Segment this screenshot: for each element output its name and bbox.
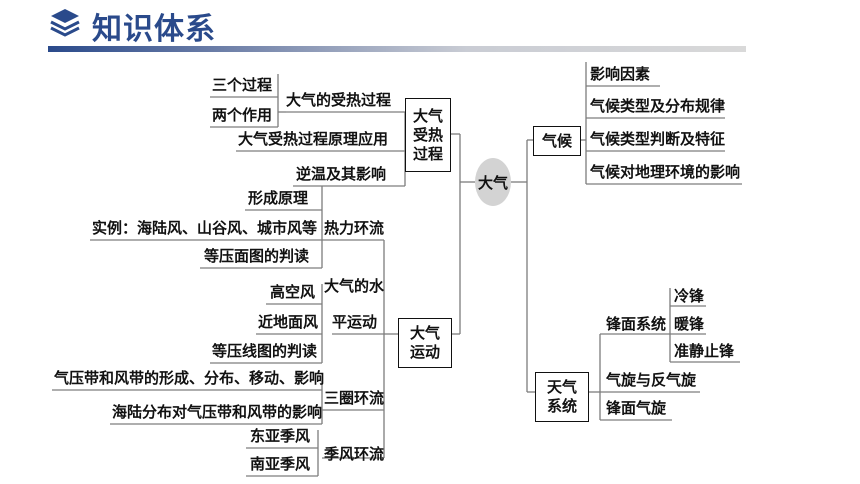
node-thermal-circulation: 热力环流 bbox=[324, 219, 385, 237]
leaf-south-asia-monsoon: 南亚季风 bbox=[250, 455, 311, 473]
leaf-cold-front: 冷锋 bbox=[674, 287, 705, 305]
header-divider bbox=[48, 46, 746, 52]
section-title: 知识体系 bbox=[92, 12, 216, 47]
node-front-system: 锋面系统 bbox=[606, 315, 667, 333]
node-cyclone-anticyclone: 气旋与反气旋 bbox=[606, 371, 697, 389]
branch-motion-line2: 运动 bbox=[409, 343, 440, 361]
leaf-climate-judgement: 气候类型判断及特征 bbox=[590, 130, 726, 148]
leaf-examples: 实例：海陆风、山谷风、城市风等 bbox=[92, 219, 318, 237]
leaf-isobar-map: 等压线图的判读 bbox=[212, 342, 318, 360]
leaf-two-effects: 两个作用 bbox=[212, 106, 273, 124]
branch-climate-box: 气候 bbox=[533, 126, 581, 156]
branch-heat-line2: 受热 bbox=[412, 125, 443, 144]
branch-heat-line1: 大气 bbox=[412, 106, 443, 125]
node-horizontal-motion-line1: 大气的水 bbox=[324, 277, 385, 295]
branch-motion-line1: 大气 bbox=[409, 324, 440, 342]
leaf-climate-types: 气候类型及分布规律 bbox=[590, 97, 726, 115]
branch-weather-line1: 天气 bbox=[546, 378, 577, 396]
node-three-cell: 三圈环流 bbox=[324, 389, 385, 407]
branch-weather-box: 天气 系统 bbox=[535, 372, 589, 422]
node-monsoon: 季风环流 bbox=[324, 445, 385, 463]
leaf-three-processes: 三个过程 bbox=[212, 76, 273, 94]
node-heat-application: 大气受热过程原理应用 bbox=[238, 130, 389, 148]
leaf-surface-wind: 近地面风 bbox=[258, 313, 319, 331]
node-inversion: 逆温及其影响 bbox=[296, 165, 387, 183]
branch-climate-label: 气候 bbox=[541, 131, 572, 150]
layers-icon bbox=[50, 9, 80, 37]
node-frontal-cyclone: 锋面气旋 bbox=[606, 399, 667, 417]
branch-heat-process-box: 大气 受热 过程 bbox=[405, 98, 451, 172]
branch-weather-line2: 系统 bbox=[546, 397, 577, 415]
leaf-isobaric-surface: 等压面图的判读 bbox=[204, 247, 310, 265]
leaf-east-asia-monsoon: 东亚季风 bbox=[250, 427, 311, 445]
leaf-land-sea-effect: 海陆分布对气压带和风带的影响 bbox=[112, 403, 323, 421]
leaf-pressure-belts: 气压带和风带的形成、分布、移动、影响 bbox=[54, 369, 325, 387]
branch-heat-line3: 过程 bbox=[412, 144, 443, 163]
leaf-climate-impact: 气候对地理环境的影响 bbox=[590, 163, 741, 181]
leaf-warm-front: 暖锋 bbox=[674, 315, 705, 333]
leaf-upper-wind: 高空风 bbox=[270, 283, 316, 301]
root-node: 大气 bbox=[475, 158, 511, 206]
branch-motion-box: 大气 运动 bbox=[398, 318, 452, 368]
node-horizontal-motion-line2: 平运动 bbox=[332, 313, 378, 331]
node-heat-process: 大气的受热过程 bbox=[286, 91, 392, 109]
leaf-stationary-front: 准静止锋 bbox=[674, 342, 735, 360]
leaf-climate-factors: 影响因素 bbox=[590, 65, 651, 83]
leaf-formation: 形成原理 bbox=[248, 189, 309, 207]
